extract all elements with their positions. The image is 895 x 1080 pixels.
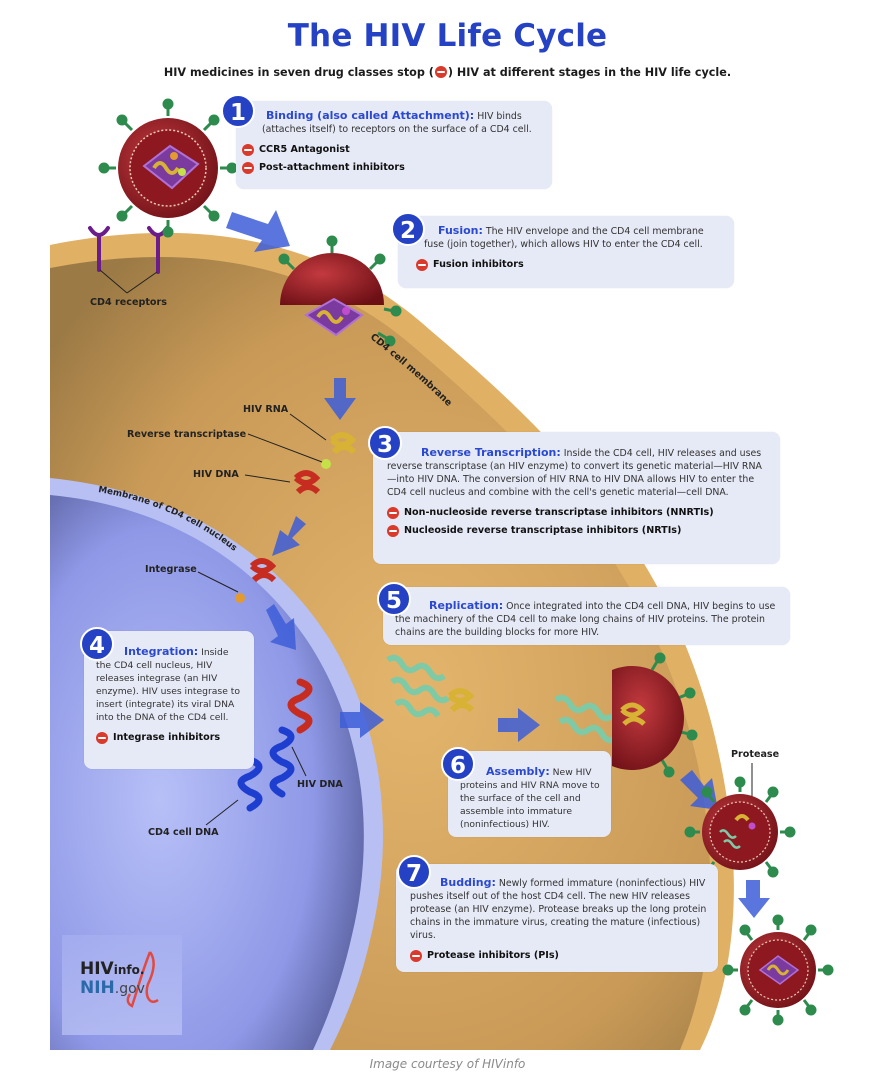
- label-cd4-receptors: CD4 receptors: [90, 297, 167, 308]
- stage-heading: Fusion:: [438, 224, 483, 237]
- protein-chains: [386, 654, 618, 744]
- stop-sign-icon: [387, 524, 399, 537]
- stop-sign-icon: [387, 506, 399, 519]
- hiv-rna: [447, 688, 475, 713]
- stop-sign-icon: [96, 731, 108, 744]
- stage-description: HIV binds (attaches itself) to receptors…: [262, 111, 532, 135]
- stage-5-card: Replication: Once integrated into the CD…: [383, 587, 790, 645]
- stop-sign-icon: [434, 66, 447, 78]
- drug-class-item: Post-attachment inhibitors: [242, 161, 542, 174]
- red-ribbon-icon: [126, 951, 159, 1008]
- arrow-icon: [266, 604, 296, 650]
- dna-helix: [237, 678, 313, 812]
- hiv-virion-budding: [612, 652, 698, 778]
- stage-2-card: Fusion: The HIV envelope and the CD4 cel…: [398, 216, 734, 288]
- stage-heading: Budding:: [440, 876, 496, 889]
- stage-number-badge: 6: [441, 747, 475, 781]
- stage-4-card: Integration: Inside the CD4 cell nucleus…: [84, 631, 254, 769]
- label-protease: Protease: [731, 749, 780, 760]
- page-subtitle: HIV medicines in seven drug classes stop…: [0, 66, 895, 79]
- image-credit: Image courtesy of HIVinfo: [369, 1057, 526, 1071]
- receptor-pointer-lines: [99, 269, 158, 294]
- stop-sign-icon: [410, 949, 422, 962]
- stage-6-card: Assembly: New HIV proteins and HIV RNA m…: [448, 751, 611, 837]
- hivinfo-nih-logo: HIVinfo. NIH.gov: [80, 959, 145, 998]
- label-reverse-transcriptase: Reverse transcriptase: [127, 429, 247, 440]
- label-integrase: Integrase: [145, 564, 197, 575]
- hiv-virion-immature: [684, 776, 796, 878]
- stop-sign-icon: [242, 161, 254, 174]
- hiv-virion-mature: [722, 914, 834, 1026]
- arrow-icon: [226, 210, 290, 252]
- arrow-icon: [498, 708, 540, 742]
- stage-heading: Reverse Transcription:: [421, 446, 561, 459]
- label-hiv-rna: HIV RNA: [243, 404, 289, 415]
- stage-description: New HIV proteins and HIV RNA move to the…: [460, 767, 600, 830]
- label-cd4-cell-dna: CD4 cell DNA: [148, 827, 219, 838]
- arrow-icon: [680, 770, 718, 810]
- integrase-complex: [235, 558, 277, 603]
- stage-heading: Assembly:: [486, 765, 550, 778]
- stage-heading: Binding (also called Attachment):: [266, 109, 475, 122]
- stage-heading: Replication:: [429, 599, 504, 612]
- stage-number-badge: 5: [377, 582, 411, 616]
- stage-heading: Integration:: [124, 645, 199, 658]
- stage-description: The HIV envelope and the CD4 cell membra…: [424, 226, 704, 250]
- drug-class-item: Integrase inhibitors: [96, 731, 244, 744]
- stage-3-card: Reverse Transcription: Inside the CD4 ce…: [373, 432, 780, 564]
- stop-sign-icon: [242, 143, 254, 156]
- stage-description: Once integrated into the CD4 cell DNA, H…: [395, 601, 776, 638]
- arrow-icon: [272, 516, 306, 556]
- arrow-icon: [738, 880, 770, 918]
- stage-7-card: Budding: Newly formed immature (noninfec…: [396, 864, 718, 972]
- page-title: The HIV Life Cycle: [287, 18, 608, 54]
- rna-dna-molecules: [293, 432, 357, 495]
- drug-class-item: Protease inhibitors (PIs): [410, 949, 708, 962]
- stage-description: Inside the CD4 cell, HIV releases and us…: [387, 448, 762, 498]
- label-hiv-dna-nucleus: HIV DNA: [297, 779, 343, 790]
- stop-sign-icon: [416, 258, 428, 271]
- drug-class-item: Nucleoside reverse transcriptase inhibit…: [387, 524, 770, 537]
- arrow-icon: [340, 702, 384, 738]
- hiv-virion-free: [98, 98, 238, 238]
- arrow-icon: [324, 378, 356, 420]
- stage-1-card: Binding (also called Attachment): HIV bi…: [236, 101, 552, 189]
- stage-number-badge: 2: [391, 212, 425, 246]
- logo-backdrop: [62, 935, 182, 1035]
- stage-number-badge: 3: [368, 426, 402, 460]
- stage-number-badge: 1: [221, 94, 255, 128]
- subtitle-text-start: HIV medicines in seven drug classes stop…: [163, 66, 434, 79]
- hiv-virion-fusing: [278, 235, 402, 347]
- drug-class-item: Fusion inhibitors: [416, 258, 724, 271]
- stage-number-badge: 4: [80, 627, 114, 661]
- drug-class-item: CCR5 Antagonist: [242, 143, 542, 156]
- stage-number-badge: 7: [397, 855, 431, 889]
- label-hiv-dna: HIV DNA: [193, 469, 239, 480]
- drug-class-item: Non-nucleoside reverse transcriptase inh…: [387, 506, 770, 519]
- subtitle-text-end: ) HIV at different stages in the HIV lif…: [447, 66, 732, 79]
- pointer-lines: [197, 413, 753, 826]
- stage-description: Newly formed immature (noninfectious) HI…: [410, 878, 707, 941]
- flow-arrows: [226, 210, 770, 918]
- stage-description: Inside the CD4 cell nucleus, HIV release…: [96, 647, 241, 723]
- cd4-receptor: [88, 226, 110, 272]
